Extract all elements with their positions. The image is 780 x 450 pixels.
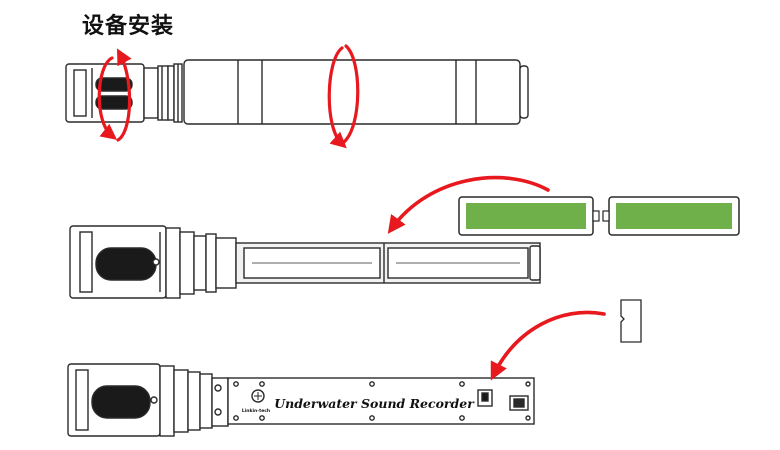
end-cap bbox=[67, 363, 161, 437]
tube-housing bbox=[183, 59, 529, 125]
coupling-rings bbox=[165, 227, 237, 299]
coupling-rings bbox=[143, 63, 183, 123]
device-label: Underwater Sound Recorder bbox=[274, 396, 475, 411]
rotate-arrow-icon bbox=[327, 44, 360, 149]
curved-arrow-icon bbox=[490, 310, 606, 381]
recorder-board bbox=[227, 377, 535, 425]
sd-card-icon bbox=[620, 299, 642, 343]
rotate-arrow-icon bbox=[97, 48, 132, 142]
step1-closed-device bbox=[65, 59, 529, 125]
curved-arrow-icon bbox=[387, 175, 550, 234]
battery-icon bbox=[602, 196, 740, 236]
end-cap bbox=[65, 63, 154, 123]
battery-tray bbox=[235, 242, 541, 284]
page-title: 设备安装 bbox=[82, 14, 175, 39]
battery-icon bbox=[458, 196, 600, 236]
step3-open-device bbox=[67, 363, 535, 437]
coupling-rings bbox=[159, 365, 229, 437]
brand-label: Linkin-tech bbox=[242, 408, 270, 414]
end-cap bbox=[69, 225, 167, 299]
step2-open-device bbox=[69, 225, 541, 299]
